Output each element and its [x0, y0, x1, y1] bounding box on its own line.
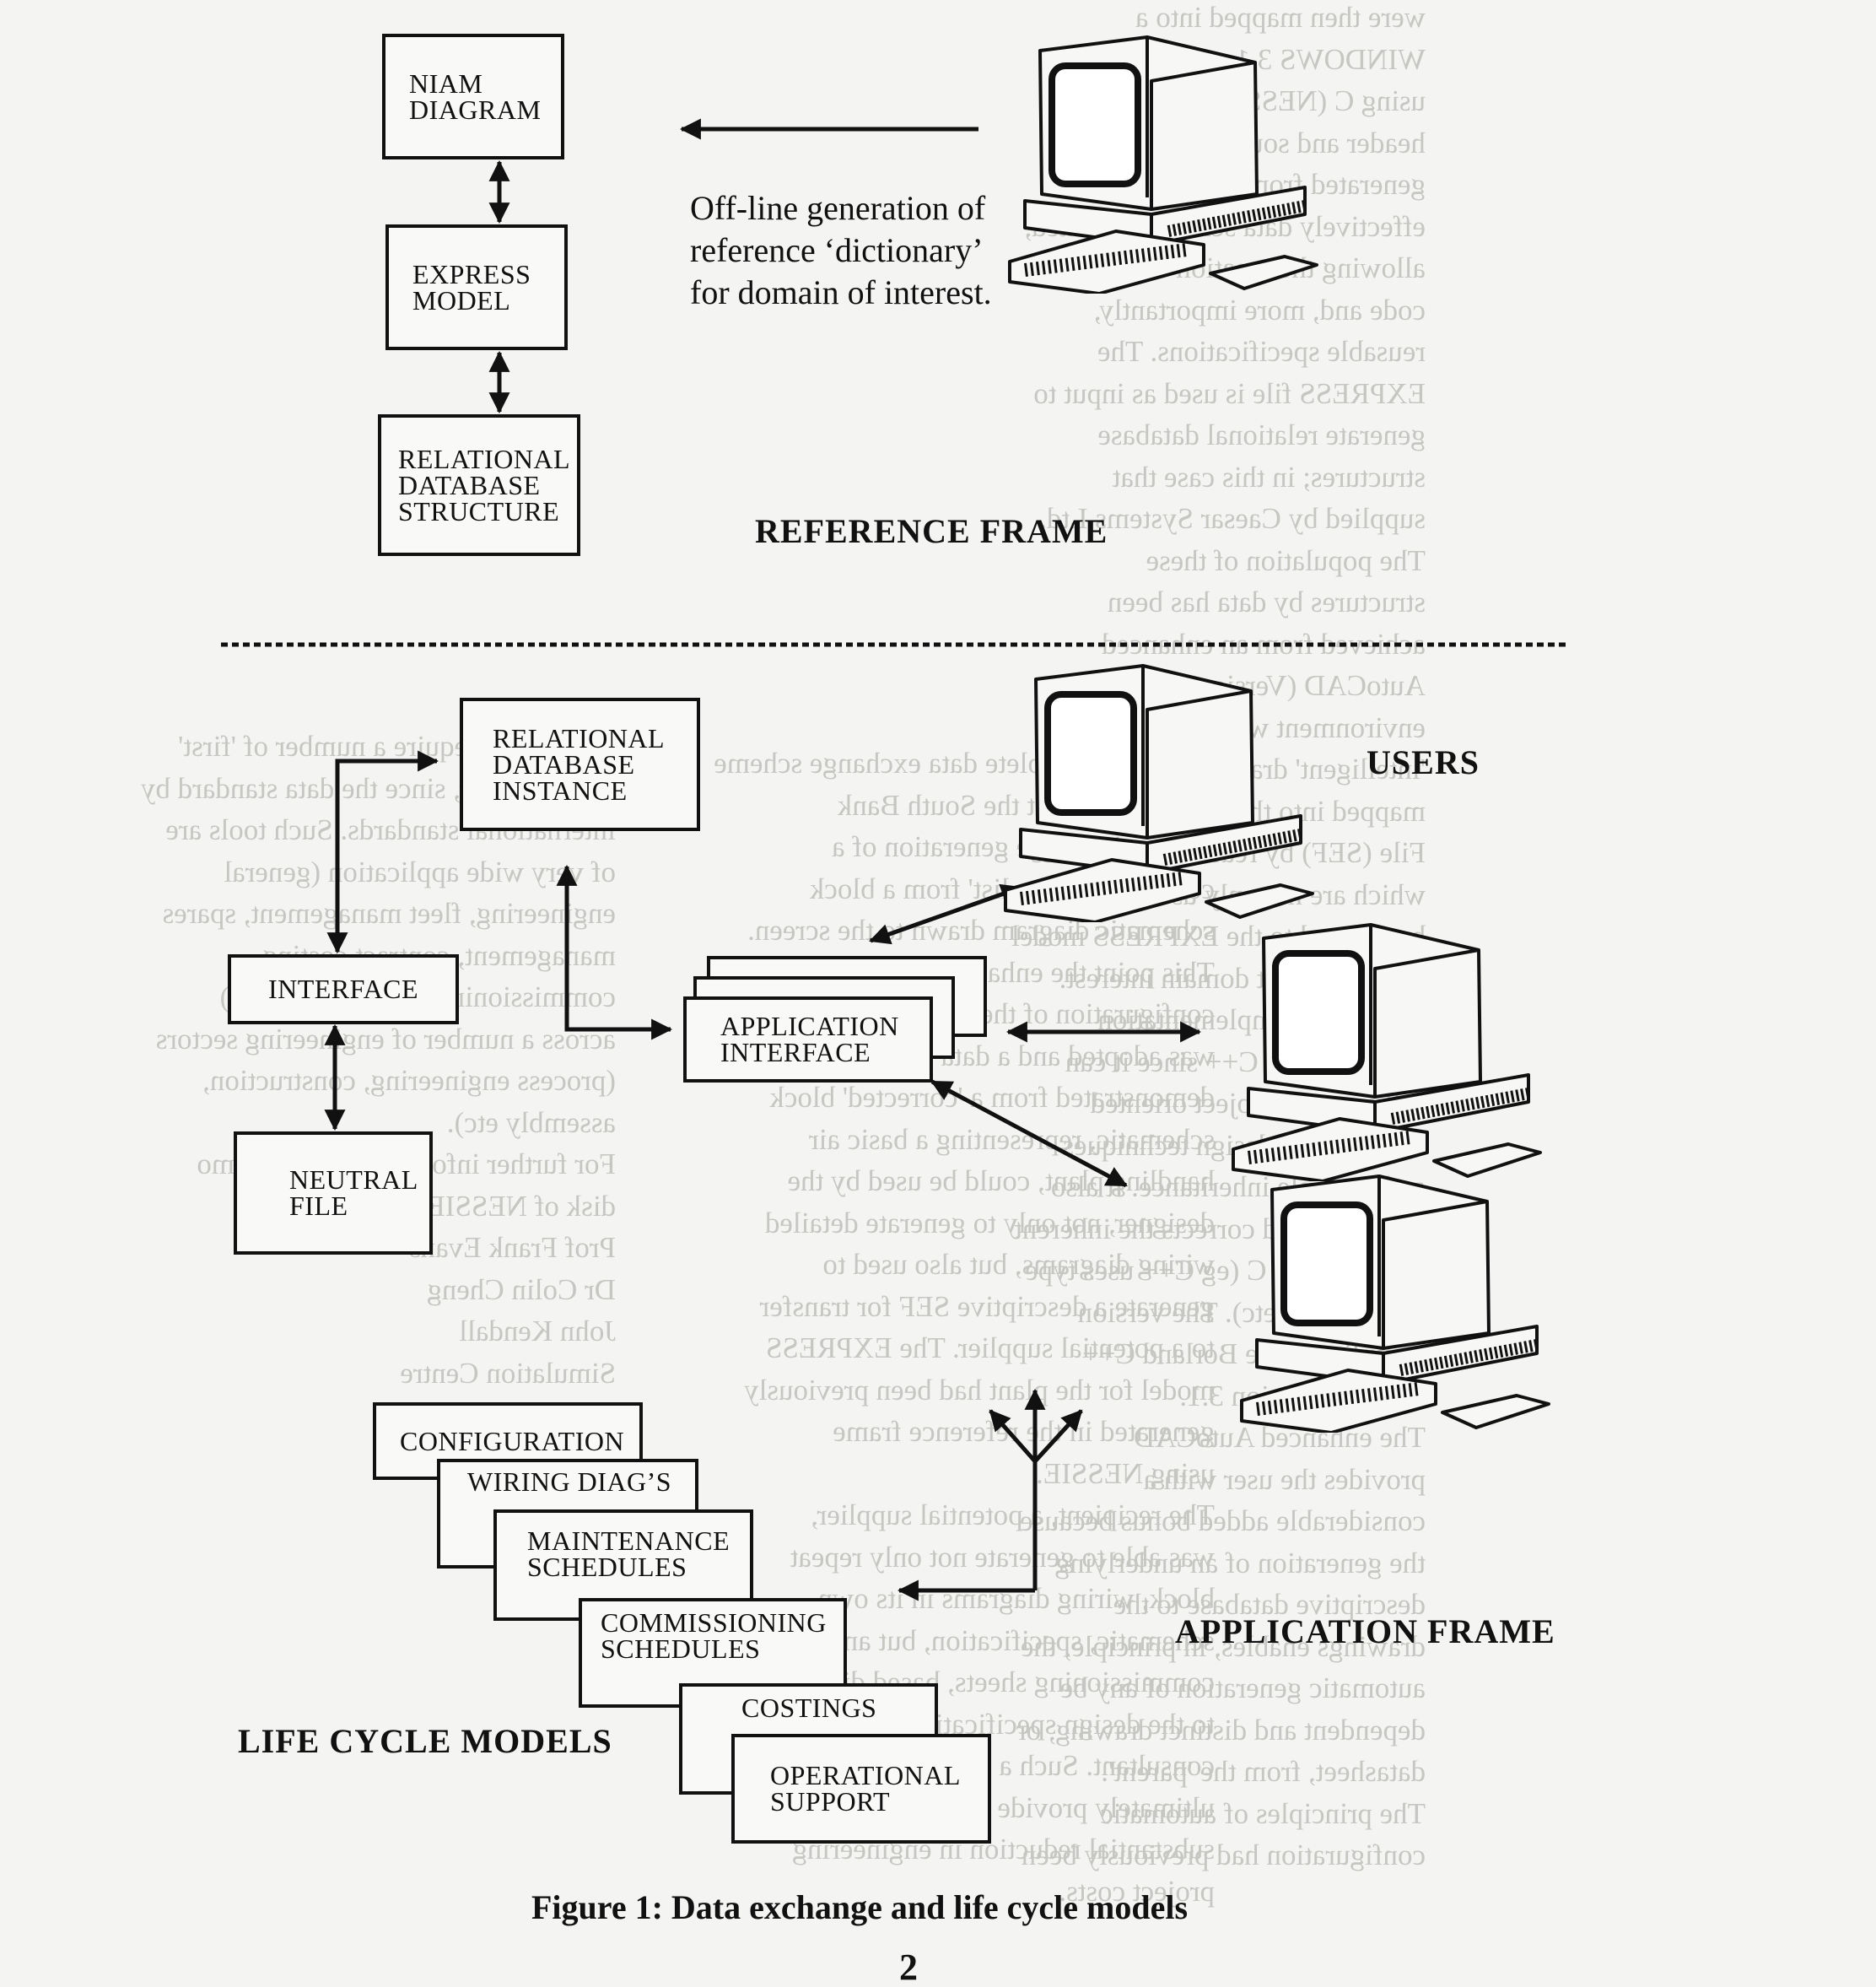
operational-line-2: SUPPORT — [770, 1786, 891, 1817]
interface-box: INTERFACE — [228, 954, 459, 1024]
arrow-appinterface-user1 — [869, 883, 1022, 945]
user-computer-2-icon — [1232, 923, 1542, 1181]
instance-line-1: RELATIONAL — [493, 722, 666, 753]
arrow-instance-loop — [326, 750, 439, 954]
niam-diagram-box: NIAM DIAGRAM — [382, 34, 564, 159]
structure-line-3: STRUCTURE — [398, 495, 560, 526]
costings-label: COSTINGS — [741, 1693, 877, 1723]
offline-note-line-3: for domain of interest. — [690, 273, 992, 311]
figure-caption: Figure 1: Data exchange and life cycle m… — [531, 1888, 1189, 1926]
operational-support-box: OPERATIONAL SUPPORT — [731, 1734, 991, 1844]
maintenance-line-1: MAINTENANCE — [527, 1525, 730, 1556]
relational-database-structure-box: RELATIONAL DATABASE STRUCTURE — [378, 414, 580, 556]
fan-arrow-left-up — [989, 1409, 1037, 1463]
structure-line-2: DATABASE — [398, 469, 541, 500]
appinterface-line-2: INTERFACE — [720, 1037, 871, 1067]
users-label: USERS — [1367, 743, 1480, 781]
neutral-line-2: FILE — [289, 1191, 348, 1221]
interface-label: INTERFACE — [267, 974, 419, 1004]
niam-line-1: NIAM — [409, 67, 483, 99]
reference-frame-heading: REFERENCE FRAME — [755, 512, 1108, 550]
maintenance-line-2: SCHEDULES — [527, 1552, 687, 1582]
neutral-file-box: NEUTRAL FILE — [234, 1131, 433, 1255]
instance-line-2: DATABASE — [493, 748, 635, 780]
wiring-label: WIRING DIAG’S — [467, 1466, 672, 1497]
fan-arrow-right-up — [1033, 1409, 1083, 1463]
offline-generation-note: Off-line generation of reference ‘dictio… — [690, 187, 992, 314]
offline-note-line-1: Off-line generation of — [690, 189, 986, 227]
user-computer-1-icon — [1004, 664, 1314, 922]
niam-line-2: DIAGRAM — [409, 94, 542, 125]
express-line-1: EXPRESS — [412, 258, 531, 289]
express-model-box: EXPRESS MODEL — [385, 224, 568, 350]
structure-line-1: RELATIONAL — [398, 443, 571, 474]
express-line-2: MODEL — [412, 284, 511, 316]
life-cycle-models-heading: LIFE CYCLE MODELS — [238, 1722, 612, 1760]
configuration-label: CONFIGURATION — [400, 1425, 625, 1456]
offline-note-line-2: reference ‘dictionary’ — [690, 231, 984, 269]
arrow-instance-appinterface — [556, 864, 673, 1040]
neutral-line-1: NEUTRAL — [289, 1164, 418, 1195]
instance-line-3: INSTANCE — [493, 775, 628, 806]
page-number: 2 — [899, 1947, 918, 1987]
commissioning-line-2: SCHEDULES — [601, 1633, 761, 1664]
arrow-appinterface-user3 — [930, 1079, 1128, 1188]
commissioning-line-1: COMMISSIONING — [601, 1607, 827, 1638]
application-frame-heading: APPLICATION FRAME — [1175, 1612, 1555, 1650]
user-computer-3-icon — [1240, 1174, 1550, 1433]
reference-computer-icon — [1008, 35, 1318, 294]
application-interface-box: APPLICATION INTERFACE — [683, 996, 933, 1083]
appinterface-line-1: APPLICATION — [720, 1011, 899, 1041]
relational-database-instance-box: RELATIONAL DATABASE INSTANCE — [460, 698, 700, 831]
operational-line-1: OPERATIONAL — [770, 1760, 961, 1790]
